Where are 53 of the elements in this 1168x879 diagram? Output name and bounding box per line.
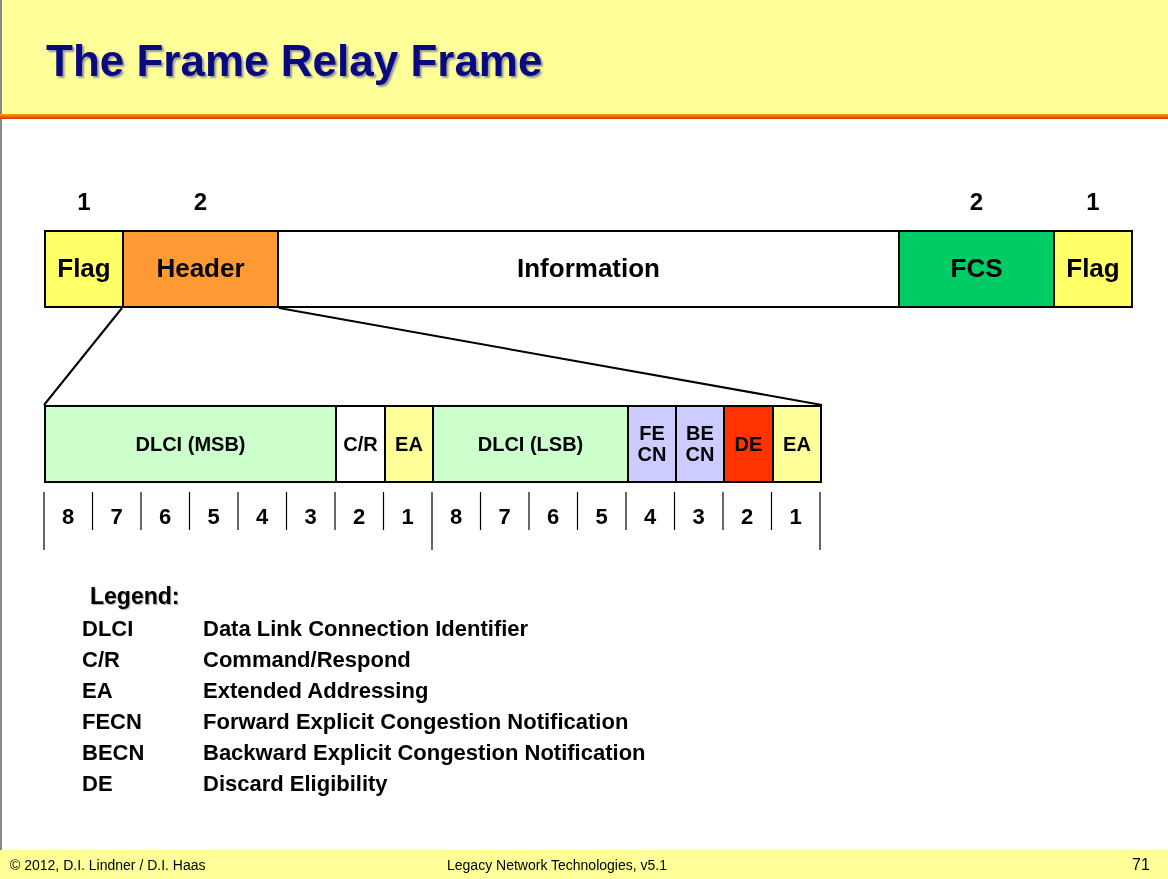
bit-number: 4 [642,504,658,530]
byte-count: 1 [1085,188,1101,216]
abbreviation-meaning: Data Link Connection Identifier [203,616,529,642]
legend-heading: Legend: [90,583,180,610]
field-box: EA [772,405,822,483]
field-box: EA [384,405,434,483]
bit-number: 2 [351,504,367,530]
abbreviation: DLCI [82,616,134,642]
abbreviation: BECN [82,740,145,766]
field-box: Flag [44,230,124,308]
bit-number: 3 [303,504,318,530]
bit-number: 7 [497,504,512,530]
field-box: Flag [1053,230,1133,308]
bit-number: 5 [594,504,609,530]
abbreviation-meaning: Backward Explicit Congestion Notification [203,740,646,766]
field-box: DE [723,405,774,483]
page-number: 71 [1132,856,1150,874]
bit-number: 1 [788,504,803,530]
bit-number: 1 [400,504,415,530]
byte-count: 1 [76,188,92,216]
expansion-line [278,307,823,406]
expanded-header-bar [44,405,822,483]
abbreviation: FECN [82,709,142,735]
field-box: Information [277,230,900,308]
footer-copyright: © 2012, D.I. Lindner / D.I. Haas [10,857,206,873]
field-box: DLCI (LSB) [432,405,629,483]
bit-number: 2 [739,504,755,530]
abbreviation-meaning: Command/Respond [203,647,411,673]
field-box: FE CN [627,405,677,483]
bit-number: 6 [545,504,561,530]
field-box: FCS [898,230,1055,308]
abbreviation-meaning: Discard Eligibility [203,771,388,797]
bit-number: 6 [157,504,173,530]
abbreviation-meaning: Forward Explicit Congestion Notification [203,709,629,735]
abbreviation: EA [82,678,113,704]
bit-number: 4 [254,504,270,530]
bit-number: 3 [691,504,706,530]
field-box: C/R [335,405,386,483]
abbreviation: DE [82,771,113,797]
slide-title: The Frame Relay Frame [46,36,543,86]
bit-number: 8 [448,504,464,530]
footer-course: Legacy Network Technologies, v5.1 [447,857,667,873]
bit-number: 5 [206,504,221,530]
abbreviation-meaning: Extended Addressing [203,678,429,704]
field-box: Header [122,230,279,308]
abbreviation: C/R [82,647,120,673]
field-box: BE CN [675,405,725,483]
field-box: DLCI (MSB) [44,405,337,483]
byte-count: 2 [192,188,209,216]
bit-number: 8 [60,504,76,530]
byte-count: 2 [968,188,985,216]
bit-number: 7 [109,504,124,530]
expansion-line [43,307,123,406]
